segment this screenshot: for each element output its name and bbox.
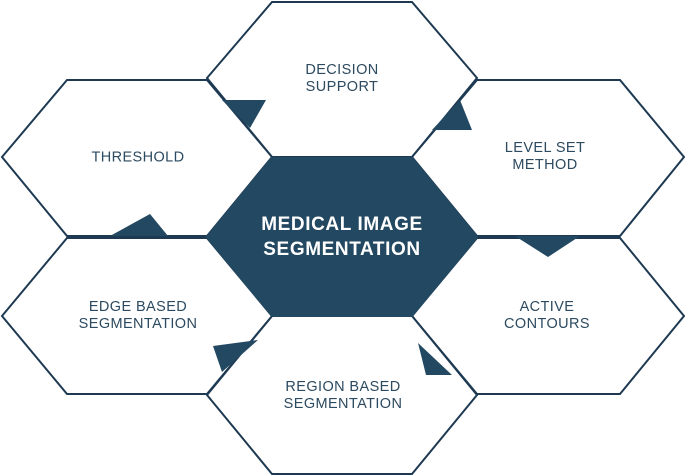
threshold-line1: THRESHOLD (91, 149, 185, 166)
level-set-line1: LEVEL SET (504, 140, 586, 156)
edge-based-line2: SEGMENTATION (78, 316, 198, 332)
region-based-line2: SEGMENTATION (283, 396, 403, 412)
notch-region-based-segmentation (418, 343, 452, 375)
label-edge-based-segmentation: EDGE BASED SEGMENTATION (79, 299, 198, 333)
edge-based-line1: EDGE BASED (88, 299, 188, 315)
label-threshold: THRESHOLD (91, 150, 184, 167)
label-active-contours: ACTIVE CONTOURS (504, 299, 590, 333)
label-region-based-segmentation: REGION BASED SEGMENTATION (284, 379, 403, 413)
label-level-set-method: LEVEL SET METHOD (505, 140, 585, 174)
active-contours-line2: CONTOURS (504, 316, 590, 332)
notch-decision-support (222, 100, 266, 128)
center-title-line1: MEDICAL IMAGE (261, 214, 423, 235)
level-set-line2: METHOD (512, 157, 578, 173)
label-decision-support: DECISION SUPPORT (305, 62, 378, 96)
decision-support-line2: SUPPORT (305, 79, 379, 95)
notch-level-set-method (432, 100, 472, 130)
notch-active-contours (515, 236, 580, 257)
active-contours-line1: ACTIVE (519, 299, 575, 315)
center-title: MEDICAL IMAGE SEGMENTATION (261, 212, 423, 262)
notch-edge-based-segmentation (213, 340, 258, 372)
hex-center (205, 157, 479, 317)
region-based-line1: REGION BASED (285, 379, 401, 395)
center-title-line2: SEGMENTATION (263, 239, 421, 260)
decision-support-line1: DECISION (305, 62, 379, 78)
notch-threshold (110, 214, 168, 236)
